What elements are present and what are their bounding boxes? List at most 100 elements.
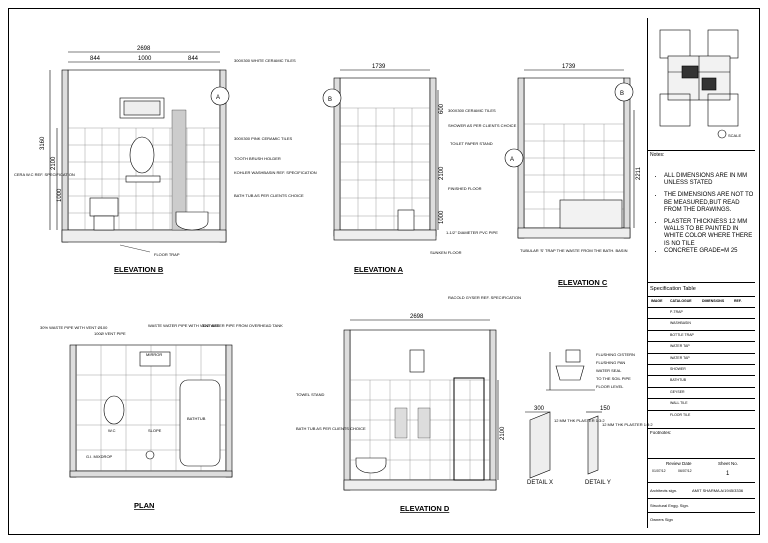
plan	[69, 344, 233, 478]
wc-detail-label-1: FLUSHING CISTERN	[596, 352, 635, 357]
elev-c-dim-width: 1739	[562, 64, 576, 70]
elev-a-label-toilet-paper: TOILET PAPER STAND	[450, 141, 493, 146]
elev-c-title: ELEVATION C	[558, 278, 608, 287]
spec-header-ref: REF.	[734, 299, 742, 303]
note-item: THE DIMENSIONS ARE NOT TO BE MEASURED,BU…	[664, 192, 755, 214]
plan-label-waste-water: WASTE WATER PIPE WITH VENT Ø75	[148, 323, 220, 328]
key-plan-drawing	[659, 29, 739, 139]
elev-a-floor-slab	[333, 229, 437, 241]
elev-a-outline	[339, 77, 431, 231]
elev-b-left-wall	[61, 69, 69, 243]
washbasin-counter	[125, 175, 161, 183]
elev-b-dim-seg1: 844	[90, 56, 101, 62]
wc-detail-label-4: TO THE SOIL PIPE	[596, 376, 631, 381]
elev-b-floor-slab	[61, 229, 227, 243]
review-date-1: 01/07/12	[652, 469, 666, 473]
detail-x	[525, 411, 551, 479]
notes-list: ALL DIMENSIONS ARE IN MM UNLESS STATED T…	[648, 173, 755, 255]
detail-y-title: DETAIL Y	[585, 480, 611, 486]
elev-c-bathtub	[559, 199, 623, 229]
detail-x-wall	[529, 411, 551, 479]
spec-cell: P-TRAP	[670, 310, 683, 314]
elev-a-dim-width: 1739	[372, 64, 386, 70]
elev-c-dim-h1: 2211	[636, 166, 642, 180]
wc-detail-cistern	[565, 349, 581, 363]
elev-a-tile-grid	[340, 107, 430, 230]
elev-a-label-floor: FINISHED FLOOR	[448, 186, 482, 191]
elev-c-marker-b: B	[620, 91, 624, 97]
detail-y	[586, 411, 602, 475]
plan-bottom-wall	[69, 470, 233, 478]
note-item: PLASTER THICKNESS 12 MM WALLS TO BE PAIN…	[664, 219, 755, 248]
spec-row: FLOOR TILE	[648, 409, 755, 421]
wc-detail	[546, 349, 595, 391]
elev-b-label-bath-tub: BATH TUB AS PER CLIENTS CHOICE	[234, 193, 304, 198]
spec-cell: BOTTLE TRAP	[670, 332, 694, 337]
elev-b-label-floor-trap: FLOOR TRAP	[154, 252, 180, 257]
spec-cell: WATER TAP	[670, 355, 690, 360]
elev-d-right-wall	[489, 329, 497, 491]
plan-label-wc: W.C	[108, 428, 116, 433]
elev-b-bath-tub	[175, 211, 209, 231]
elevation-d	[343, 319, 499, 491]
elev-b-dim-h1: 3160	[40, 136, 46, 150]
elev-d-bath-tub	[355, 457, 387, 474]
elev-a-marker-circle	[322, 88, 342, 108]
elevation-c	[504, 69, 635, 239]
scale-label: SCALE	[728, 133, 742, 138]
owners-label: Owners Sign	[650, 517, 673, 522]
detail-y-note: 12 MM THK PLASTER 1:3:2	[602, 422, 653, 427]
plan-label-vent-pipe: 100Ø VENT PIPE	[94, 331, 126, 336]
elev-b-label-wash-basin: KOHLER WASHBASIN REF. SPECIFICATION	[234, 170, 317, 175]
elev-a-marker: B	[328, 97, 332, 103]
review-date-label: Review Date	[666, 461, 692, 466]
spec-row: WATER TAP	[648, 341, 755, 352]
elev-a-label-pipe: 1-1/2" DIAMETER PVC PIPE	[446, 230, 498, 235]
elev-b-label-tooth-brush: TOOTH BRUSH HOLDER	[234, 156, 281, 161]
spec-cell: BATHTUB	[670, 378, 687, 383]
elev-a-label-tiles: 300X300 CERAMIC TILES	[448, 108, 496, 113]
elev-b-label-cera-wc: CERA W.C REF. SPECIFICATION	[14, 172, 75, 177]
wc-bowl	[93, 215, 115, 231]
elev-d-label-towel: TOWEL STAND	[296, 392, 324, 397]
spec-row: WALL TILE	[648, 398, 755, 409]
plan-right-wall	[225, 344, 233, 478]
spec-title-row: Specification Table	[648, 282, 755, 296]
elev-b-dim-h3: 1000	[57, 188, 63, 202]
owners-block: Owners Sign	[648, 512, 755, 526]
elev-b-dim-h2: 2100	[51, 156, 57, 170]
spec-cell: WALL TILE	[670, 401, 688, 406]
detail-y-wall	[587, 415, 599, 475]
review-date-2: 06/07/12	[678, 469, 692, 473]
geyser	[409, 349, 425, 373]
elev-d-dim-h1: 2100	[500, 426, 506, 440]
sheet-no-value: 1	[726, 471, 730, 477]
plan-label-slope: SLOPE	[148, 428, 162, 433]
detail-y-dim-label: 150	[600, 406, 611, 412]
spec-row: SHOWER	[648, 364, 755, 375]
footnotes-block: Footnotes:	[648, 428, 755, 458]
spec-header-dimensions: DIMENSIONS	[702, 299, 725, 303]
elev-a-title: ELEVATION A	[354, 265, 404, 274]
spec-header-row: IMAGE CATALOGUE DIMENSIONS REF.	[648, 296, 755, 307]
floor-trap-leader	[119, 244, 151, 253]
elev-d-label-bath-tub: BATH TUB AS PER CLIENTS CHOICE	[296, 426, 366, 431]
spec-cell: FLOOR TILE	[670, 412, 691, 417]
notes-title: Notes:	[650, 152, 665, 158]
elev-d-dim-width: 2698	[410, 314, 424, 320]
elev-d-floor-slab	[343, 479, 497, 491]
elev-a-dim-h1: 600	[439, 103, 445, 114]
elev-b-label-tiles-pink: 300X300 PINK CERAMIC TILES	[234, 136, 293, 141]
elev-b-pink-tile-strip	[171, 109, 187, 231]
architect-label: Architects sign.	[650, 488, 678, 493]
towel-stand-left	[394, 407, 408, 439]
plan-title: PLAN	[134, 501, 154, 510]
title-block: SCALE Notes: ALL DIMENSIONS ARE IN MM UN…	[647, 18, 755, 528]
spec-row: BOTTLE TRAP	[648, 329, 755, 341]
plan-label-water-pipe: 32Ø WATER PIPE FROM OVERHEAD TANK	[202, 323, 283, 328]
elev-b-dim-seg3: 844	[188, 56, 199, 62]
drawing-sheet	[8, 8, 760, 535]
elev-b-dim-seg2: 1000	[138, 56, 152, 62]
plan-floor-trap	[145, 450, 155, 460]
